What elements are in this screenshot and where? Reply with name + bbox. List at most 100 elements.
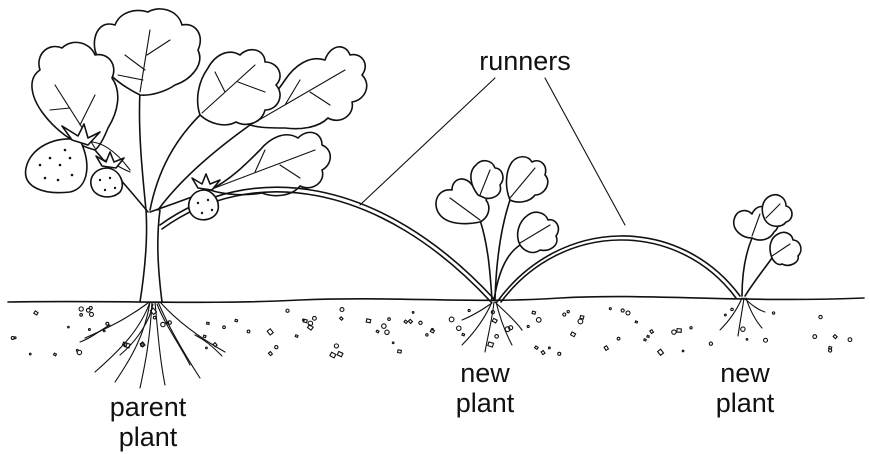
soil-grain	[54, 353, 57, 356]
parent-plant-roots	[80, 302, 225, 388]
soil-grain	[376, 330, 379, 333]
soil-grain	[426, 334, 428, 336]
soil-grain	[29, 353, 31, 355]
soil-grain	[621, 309, 624, 312]
soil-grain	[153, 316, 156, 319]
new-plant-2	[720, 195, 801, 336]
soil-grain	[571, 332, 576, 337]
soil-grain	[449, 317, 454, 322]
soil-grain	[709, 342, 712, 345]
soil-grain	[833, 335, 837, 339]
soil-grain	[658, 349, 664, 355]
soil-grain	[462, 333, 465, 336]
soil-grain	[340, 317, 343, 320]
soil-grain	[746, 339, 748, 341]
new-plant-1-label-line-2: plant	[425, 388, 545, 418]
soil-grain	[563, 313, 566, 316]
soil-grain	[772, 312, 774, 314]
soil-grain	[161, 322, 165, 326]
soil-grain	[580, 316, 584, 319]
soil-grain	[80, 314, 83, 317]
soil-grain	[223, 326, 226, 329]
soil-grain	[382, 324, 386, 328]
soil-grain	[527, 325, 529, 327]
soil-grain	[558, 352, 561, 355]
soil-grain	[682, 350, 684, 352]
soil-grain	[813, 335, 817, 339]
soil-grain	[647, 335, 649, 337]
soil-grain	[340, 308, 344, 312]
soil-grain	[307, 325, 313, 331]
soil-grain	[76, 349, 78, 351]
soil-grain	[34, 311, 38, 315]
soil-grain	[690, 327, 692, 329]
soil-grain	[366, 319, 371, 323]
new-plant-2-label-line-2: plant	[685, 388, 805, 418]
soil-particles	[11, 306, 852, 357]
soil-grain	[106, 322, 109, 325]
soil-grain	[206, 347, 208, 349]
soil-grain	[275, 346, 278, 349]
soil-grain	[495, 335, 499, 339]
soil-grain	[419, 321, 422, 324]
soil-grain	[14, 337, 16, 339]
soil-grain	[635, 321, 637, 323]
soil-grain	[535, 346, 539, 349]
runners-label: runners	[470, 46, 580, 76]
soil-grain	[79, 307, 83, 311]
soil-grain	[578, 319, 583, 324]
soil-grain	[741, 327, 745, 331]
soil-grain	[286, 309, 289, 312]
soil-grain	[103, 330, 105, 332]
soil-grain	[650, 330, 654, 334]
soil-grain	[385, 330, 389, 334]
runner-strawberry	[189, 174, 220, 220]
soil-grain	[457, 326, 461, 330]
soil-grain	[724, 314, 726, 316]
soil-grain	[492, 318, 497, 323]
parent-plant-label-line-1: parent	[78, 392, 218, 422]
soil-grain	[203, 335, 206, 337]
soil-grain	[412, 312, 414, 314]
new-plant-1-label-line-1: new	[425, 358, 545, 388]
soil-grain	[330, 352, 336, 358]
new-plant-1	[436, 157, 558, 352]
soil-grain	[207, 322, 210, 324]
soil-grain	[337, 351, 343, 356]
soil-grain	[848, 338, 852, 342]
soil-grain	[532, 311, 536, 314]
parent-plant-crown	[140, 210, 162, 302]
soil-grain	[267, 329, 273, 335]
soil-grain	[626, 311, 630, 315]
soil-grain	[829, 346, 832, 349]
soil-grain	[408, 319, 412, 323]
soil-grain	[68, 326, 70, 328]
soil-grain	[235, 319, 238, 322]
soil-grain	[295, 335, 298, 338]
parent-plant-label: parent plant	[78, 392, 218, 452]
soil-grain	[268, 352, 272, 356]
new-plant-2-label: new plant	[685, 358, 805, 418]
soil-grain	[388, 318, 391, 321]
soil-grain	[313, 316, 317, 320]
soil-grain	[334, 344, 338, 348]
soil-grain	[468, 309, 470, 311]
soil-grain	[536, 318, 541, 323]
soil-grain	[819, 315, 822, 318]
soil-grain	[89, 312, 93, 316]
soil-grain	[764, 338, 768, 342]
soil-grain	[609, 308, 611, 310]
soil-grain	[488, 342, 494, 347]
soil-grain	[88, 329, 90, 331]
soil-grain	[398, 350, 402, 353]
parent-plant-label-line-2: plant	[78, 422, 218, 452]
soil-grain	[604, 346, 608, 351]
new-plant-1-label: new plant	[425, 358, 545, 418]
runners-leader-line-2	[545, 78, 625, 225]
parent-strawberry-small	[91, 152, 124, 197]
soil-grain	[404, 320, 408, 323]
soil-grain	[89, 306, 92, 309]
soil-grain	[644, 339, 646, 341]
soil-grain	[731, 308, 733, 310]
